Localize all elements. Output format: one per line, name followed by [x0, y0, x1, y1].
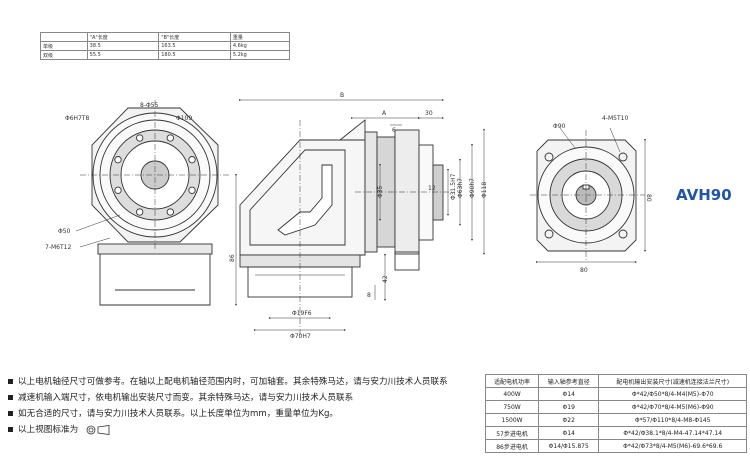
end-label-d90: Φ90 [553, 123, 566, 130]
label-118: Φ118 [481, 182, 488, 198]
note-2: 减速机输入端尺寸，依电机输出安装尺寸而变。其余特殊马达，请与安力川技术人员联系 [8, 390, 478, 406]
label-B: B [340, 92, 344, 99]
leader-taps [79, 237, 111, 248]
side-elbow-inner [249, 149, 346, 246]
side-output-shaft [432, 164, 444, 221]
motor-table-row: 400W Φ14 Φ*42/Φ50*8/4-M4(M5)-Φ70 [484, 387, 747, 401]
dim-cell: 5.2kg [229, 50, 291, 60]
motor-table-row: 750W Φ19 Φ*42/Φ70*8/4-M5(M6)-Φ90 [484, 400, 747, 414]
end-hole-tr [618, 152, 628, 162]
label-A: A [382, 110, 387, 117]
motor-cell: Φ22 [538, 413, 600, 427]
leader-taps-end [609, 127, 621, 153]
motor-cell: 57步进电机 [484, 426, 540, 440]
motor-cell: Φ19 [538, 400, 600, 414]
projection-symbol-icon [86, 424, 110, 435]
end-view [530, 130, 645, 260]
motor-header-cell: 输入轴参考直径 [538, 374, 600, 388]
note-text: 以上视图标准为 [18, 425, 79, 435]
motor-cell: 750W [484, 400, 540, 414]
bullet-icon [8, 395, 13, 400]
dimension-table-row: 双级 55.5 180.5 5.2kg [40, 50, 291, 60]
motor-header-cell: 适配电机功率 [484, 374, 540, 388]
label-taps: 7-M6T12 [45, 244, 71, 251]
end-hole-br [618, 229, 628, 239]
note-text: 减速机输入端尺寸，依电机输出安装尺寸而变。其余特殊马达，请与安力川技术人员联系 [18, 393, 354, 403]
label-19: Φ19F6 [292, 310, 312, 317]
motor-header-cell: 配电机输出安装尺寸(减速机连接法兰尺寸) [598, 374, 747, 388]
label-12: 12 [428, 185, 436, 192]
label-70: Φ70H7 [290, 333, 311, 340]
leader-d90 [559, 127, 576, 149]
end-label-taps: 4-M5T10 [602, 115, 628, 122]
leader-pilot [75, 214, 121, 232]
label-6: 6 [392, 127, 396, 134]
front-view [80, 100, 230, 306]
label-42: 42 [382, 275, 389, 283]
model-name: AVH90 [676, 186, 732, 204]
bullet-icon [8, 379, 13, 384]
label-8: 8 [367, 292, 371, 299]
label-90: Φ90h7 [469, 178, 476, 198]
note-3: 如无合适的尺寸，请与安力川技术人员联系。以上长度单位为mm，重量单位为Kg。 [8, 406, 478, 422]
bolt-hole [114, 186, 122, 194]
note-1: 以上电机轴径尺寸可做参考。在轴以上配电机轴径范围内时，可加轴套。其余特殊马达，请… [8, 374, 478, 390]
label-35: Φ35 [377, 185, 384, 198]
bolt-hole [188, 156, 196, 164]
motor-table: 适配电机功率 输入轴参考直径 配电机输出安装尺寸(减速机连接法兰尺寸) 400W… [484, 374, 747, 453]
motor-cell: Φ*42/Φ70*8/4-M5(M6)-Φ90 [598, 400, 747, 414]
motor-table-header: 适配电机功率 输入轴参考直径 配电机输出安装尺寸(减速机连接法兰尺寸) [484, 374, 747, 388]
front-bolt-holes [114, 134, 196, 216]
bullet-icon [8, 411, 13, 416]
label-shaft: Φ6H7T8 [65, 115, 90, 122]
motor-cell: Φ14 [538, 387, 600, 401]
label-30: 30 [425, 110, 433, 117]
motor-cell: 1500W [484, 413, 540, 427]
bolt-hole [136, 134, 144, 142]
technical-drawing: 8-Φ55 Φ6H7T8 Φ109 Φ50 7-M6T12 86 [45, 92, 652, 340]
end-hole-tl [544, 152, 554, 162]
label-31: Φ31.5H7 [450, 173, 457, 200]
side-flange-4 [418, 144, 434, 241]
front-base [99, 250, 211, 306]
end-hole-bl [544, 229, 554, 239]
side-view [239, 119, 455, 340]
label-63: Φ63h7 [457, 178, 464, 198]
motor-cell: Φ14 [538, 426, 600, 440]
motor-cell: Φ*57/Φ110*8/4-M8-Φ145 [598, 413, 747, 427]
note-text: 如无合适的尺寸，请与安力川技术人员联系。以上长度单位为mm，重量单位为Kg。 [18, 409, 339, 419]
notes: 以上电机轴径尺寸可做参考。在轴以上配电机轴径范围内时，可加轴套。其余特殊马达，请… [8, 374, 478, 438]
end-label-w80: 80 [580, 267, 588, 274]
motor-table-row: 1500W Φ22 Φ*57/Φ110*8/4-M8-Φ145 [484, 413, 747, 427]
label-pcd: Φ109 [176, 115, 192, 122]
label-height: 86 [229, 254, 236, 262]
bolt-hole [166, 208, 174, 216]
end-dimensions [536, 127, 646, 263]
side-foot [394, 251, 420, 271]
end-label-h80: 80 [645, 194, 652, 202]
motor-cell: 86步进电机 [484, 439, 540, 453]
motor-cell: Φ*42/Φ73*8/4-M5(M6)-69.6*69.6 [598, 439, 747, 453]
side-dimensions [239, 99, 485, 331]
note-4: 以上视图标准为 [8, 422, 478, 438]
bullet-icon [8, 427, 13, 432]
label-pilot: Φ50 [58, 228, 71, 235]
motor-table-row: 57步进电机 Φ14 Φ*42/Φ38.1*8/4-M4-47.14*47.14 [484, 426, 747, 440]
motor-table-row: 86步进电机 Φ14/Φ15.875 Φ*42/Φ73*8/4-M5(M6)-6… [484, 439, 747, 453]
bolt-hole [166, 134, 174, 142]
motor-cell: 400W [484, 387, 540, 401]
bolt-hole [114, 156, 122, 164]
motor-cell: Φ14/Φ15.875 [538, 439, 600, 453]
motor-cell: Φ*42/Φ38.1*8/4-M4-47.14*47.14 [598, 426, 747, 440]
label-holes: 8-Φ55 [140, 102, 159, 109]
motor-cell: Φ*42/Φ50*8/4-M4(M5)-Φ70 [598, 387, 747, 401]
bolt-hole [136, 208, 144, 216]
note-text: 以上电机轴径尺寸可做参考。在轴以上配电机轴径范围内时，可加轴套。其余特殊马达，请… [18, 377, 448, 387]
bolt-hole [188, 186, 196, 194]
dimension-table: "A"长度 "B"长度 重量 单级 38.5 163.5 4.6kg 双级 55… [40, 32, 291, 60]
